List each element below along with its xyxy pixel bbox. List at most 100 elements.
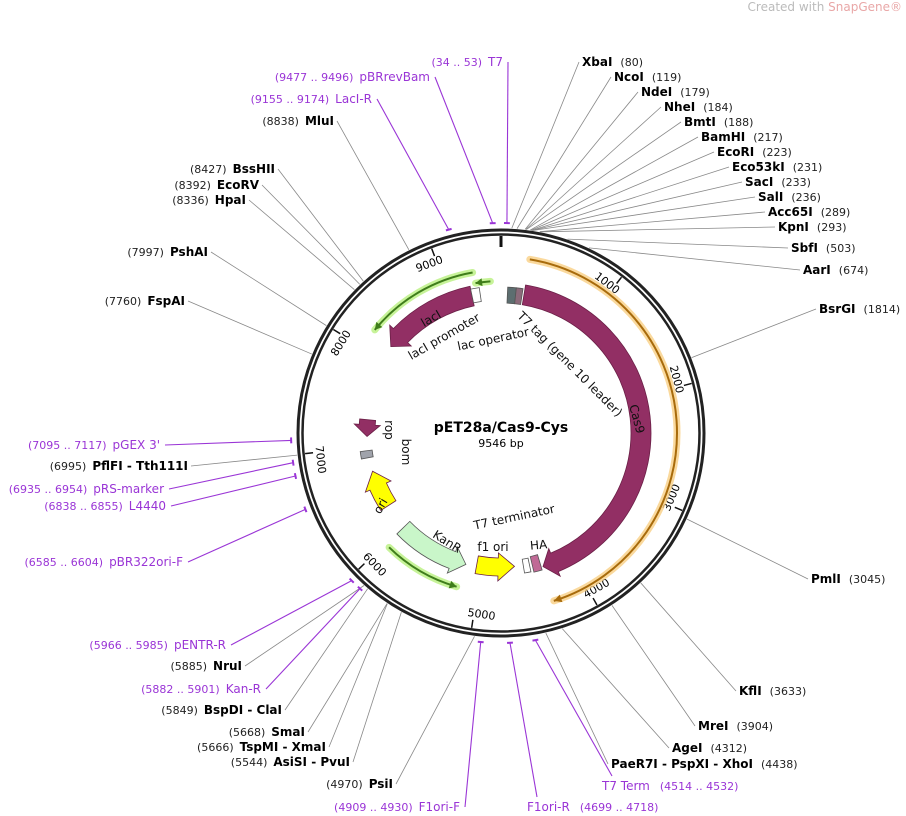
feature-bom[interactable] bbox=[359, 449, 374, 460]
enzyme-site[interactable]: NdeI(179) bbox=[641, 85, 710, 99]
enzyme-site[interactable]: (8392)EcoRV bbox=[174, 178, 259, 192]
enzyme-site[interactable]: AarI(674) bbox=[803, 263, 868, 277]
primer[interactable]: (34 .. 53)T7 bbox=[431, 55, 503, 69]
tick-label: 9000 bbox=[414, 253, 445, 275]
enzyme-position: (5849) bbox=[161, 704, 198, 717]
primer-line bbox=[187, 508, 306, 563]
enzyme-site[interactable]: (7997)PshAI bbox=[127, 245, 208, 259]
primer-line bbox=[168, 462, 294, 490]
orf-arc[interactable] bbox=[373, 271, 473, 331]
primer[interactable]: F1ori-R(4699 .. 4718) bbox=[527, 800, 658, 814]
enzyme-line bbox=[691, 308, 817, 358]
primer-line bbox=[230, 580, 352, 646]
enzyme-site[interactable]: (4970)PsiI bbox=[326, 777, 393, 791]
enzyme-line bbox=[352, 612, 402, 763]
enzyme-site[interactable]: BamHI(217) bbox=[701, 130, 783, 144]
enzyme-site[interactable]: (5544)AsiSI - PvuI bbox=[231, 755, 350, 769]
enzyme-line bbox=[640, 582, 737, 692]
feature-rop[interactable] bbox=[353, 418, 382, 438]
feature-f1-ori[interactable] bbox=[474, 552, 516, 582]
enzyme-site[interactable]: EcoRI(223) bbox=[717, 145, 792, 159]
primer[interactable]: (9155 .. 9174)LacI-R bbox=[251, 92, 372, 106]
enzyme-site[interactable]: (5666)TspMI - XmaI bbox=[197, 740, 326, 754]
enzyme-line bbox=[328, 603, 388, 748]
enzyme-site[interactable]: KpnI(293) bbox=[778, 220, 847, 234]
enzyme-position: (217) bbox=[753, 131, 783, 144]
feature-ori[interactable] bbox=[364, 470, 397, 511]
primer-range: (6838 .. 6855) bbox=[44, 500, 123, 513]
enzyme-name: BspDI - ClaI bbox=[204, 703, 282, 717]
svg-text:(5885)NruI: (5885)NruI bbox=[170, 659, 242, 673]
enzyme-site[interactable]: BmtI(188) bbox=[684, 115, 753, 129]
enzyme-line bbox=[531, 166, 730, 231]
enzyme-site[interactable]: MreI(3904) bbox=[698, 719, 773, 733]
enzyme-site[interactable]: NheI(184) bbox=[664, 100, 733, 114]
svg-text:(4970)PsiI: (4970)PsiI bbox=[326, 777, 393, 791]
svg-text:(9155 .. 9174)LacI-R: (9155 .. 9174)LacI-R bbox=[251, 92, 372, 106]
enzyme-line bbox=[336, 120, 410, 251]
enzyme-position: (8336) bbox=[172, 194, 209, 207]
enzyme-position: (5666) bbox=[197, 741, 234, 754]
enzyme-site[interactable]: (8336)HpaI bbox=[172, 193, 246, 207]
primer-range: (6585 .. 6604) bbox=[25, 556, 104, 569]
svg-text:AarI(674): AarI(674) bbox=[803, 263, 868, 277]
enzyme-site[interactable]: PaeR7I - PspXI - XhoI(4438) bbox=[611, 757, 798, 771]
enzyme-site[interactable]: NcoI(119) bbox=[614, 70, 681, 84]
svg-text:PmlI(3045): PmlI(3045) bbox=[811, 572, 885, 586]
enzyme-site[interactable]: (8838)MluI bbox=[262, 114, 334, 128]
primer[interactable]: (4909 .. 4930)F1ori-F bbox=[334, 800, 460, 814]
primer[interactable]: (5966 .. 5985)pENTR-R bbox=[89, 638, 226, 652]
svg-text:EcoRI(223): EcoRI(223) bbox=[717, 145, 792, 159]
enzyme-site[interactable]: (5668)SmaI bbox=[229, 725, 305, 739]
enzyme-site[interactable]: PmlI(3045) bbox=[811, 572, 885, 586]
primer[interactable]: (6838 .. 6855)L4440 bbox=[44, 499, 166, 513]
primer[interactable]: T7 Term(4514 .. 4532) bbox=[601, 779, 738, 793]
tick-mark bbox=[683, 382, 692, 387]
enzyme-site[interactable]: XbaI(80) bbox=[582, 55, 643, 69]
feature-t7-tag-gene-10-leader-[interactable] bbox=[514, 287, 524, 305]
enzyme-site[interactable]: AgeI(4312) bbox=[672, 741, 747, 755]
orf-arrowhead bbox=[374, 321, 383, 330]
enzyme-site[interactable]: (5849) BspDI - ClaI bbox=[161, 703, 282, 717]
enzyme-site[interactable]: SalI(236) bbox=[758, 190, 821, 204]
enzyme-site[interactable]: SbfI(503) bbox=[791, 241, 856, 255]
ring-outer bbox=[296, 228, 706, 638]
primer[interactable]: (5882 .. 5901)Kan-R bbox=[141, 682, 261, 696]
feature-ha[interactable] bbox=[529, 554, 543, 573]
primer-name: F1ori-R bbox=[527, 800, 570, 814]
svg-text:NcoI(119): NcoI(119) bbox=[614, 70, 681, 84]
primer-line bbox=[534, 639, 613, 777]
primer[interactable]: (6935 .. 6954)pRS-marker bbox=[9, 482, 164, 496]
primer[interactable]: (9477 .. 9496)pBRrevBam bbox=[275, 70, 430, 84]
feature-label: T7 terminator bbox=[471, 502, 556, 533]
enzyme-name: BssHII bbox=[233, 162, 275, 176]
feature-cas9[interactable] bbox=[521, 284, 652, 578]
enzyme-site[interactable]: KflI(3633) bbox=[739, 684, 806, 698]
tick-mark bbox=[592, 597, 598, 606]
svg-text:(34 .. 53)T7: (34 .. 53)T7 bbox=[431, 55, 503, 69]
enzyme-line bbox=[561, 628, 670, 749]
feature-kanr[interactable] bbox=[396, 520, 467, 574]
feature-laci[interactable] bbox=[389, 285, 475, 348]
enzyme-site[interactable]: SacI(233) bbox=[745, 175, 811, 189]
enzyme-line bbox=[525, 106, 662, 230]
feature-laci-promoter[interactable] bbox=[470, 287, 482, 304]
enzyme-site[interactable]: (8427)BssHII bbox=[190, 162, 275, 176]
feature-t7-terminator[interactable] bbox=[521, 557, 532, 574]
enzyme-site[interactable]: (5885)NruI bbox=[170, 659, 242, 673]
enzyme-position: (674) bbox=[839, 264, 869, 277]
enzyme-site[interactable]: BsrGI(1814) bbox=[819, 302, 900, 316]
primer[interactable]: (6585 .. 6604)pBR322ori-F bbox=[25, 555, 184, 569]
enzyme-site[interactable]: (6995)PflFI - Tth111I bbox=[50, 459, 188, 473]
primer-binding-mark bbox=[445, 227, 452, 232]
enzyme-site[interactable]: Acc65I(289) bbox=[768, 205, 850, 219]
svg-text:F1ori-R(4699 .. 4718): F1ori-R(4699 .. 4718) bbox=[527, 800, 658, 814]
svg-text:SalI(236): SalI(236) bbox=[758, 190, 821, 204]
orf-arc[interactable] bbox=[529, 258, 678, 602]
enzyme-site[interactable]: Eco53kI(231) bbox=[732, 160, 822, 174]
tick-label: 8000 bbox=[328, 328, 354, 359]
primer[interactable]: (7095 .. 7117)pGEX 3' bbox=[28, 438, 160, 452]
enzyme-site[interactable]: (7760)FspAI bbox=[105, 294, 185, 308]
enzyme-line bbox=[529, 136, 699, 231]
svg-text:(5544)AsiSI - PvuI: (5544)AsiSI - PvuI bbox=[231, 755, 350, 769]
